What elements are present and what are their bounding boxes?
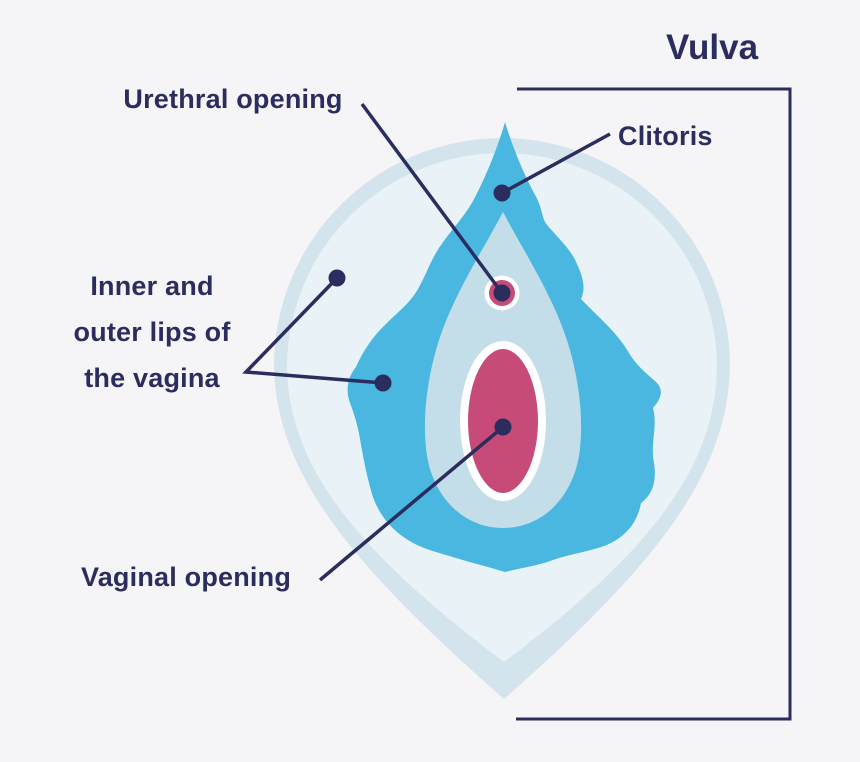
leader-line-vaginal (318, 425, 505, 582)
label-lips-line-2: outer lips of (73, 317, 231, 347)
marker-dot-outer-lip (328, 269, 346, 287)
label-lips-line-1: Inner and (90, 271, 214, 301)
diagram-title: Vulva (665, 28, 759, 67)
marker-dot-vaginal (494, 418, 512, 436)
label-vaginal-opening: Vaginal opening (80, 562, 292, 592)
leader-line-urethral (360, 102, 504, 295)
marker-dot-clitoris (493, 184, 511, 202)
marker-dot-inner-lip (374, 374, 392, 392)
label-clitoris: Clitoris (618, 121, 713, 151)
label-lips-line-3: the vagina (84, 363, 220, 393)
bracket (516, 87, 792, 721)
leader-line-clitoris (501, 132, 611, 195)
label-urethral-opening: Urethral opening (123, 84, 343, 114)
label-inner-outer-lips: Inner and outer lips of the vagina (27, 263, 277, 401)
marker-dot-urethral (493, 284, 511, 302)
leader-line-lips (242, 276, 384, 385)
